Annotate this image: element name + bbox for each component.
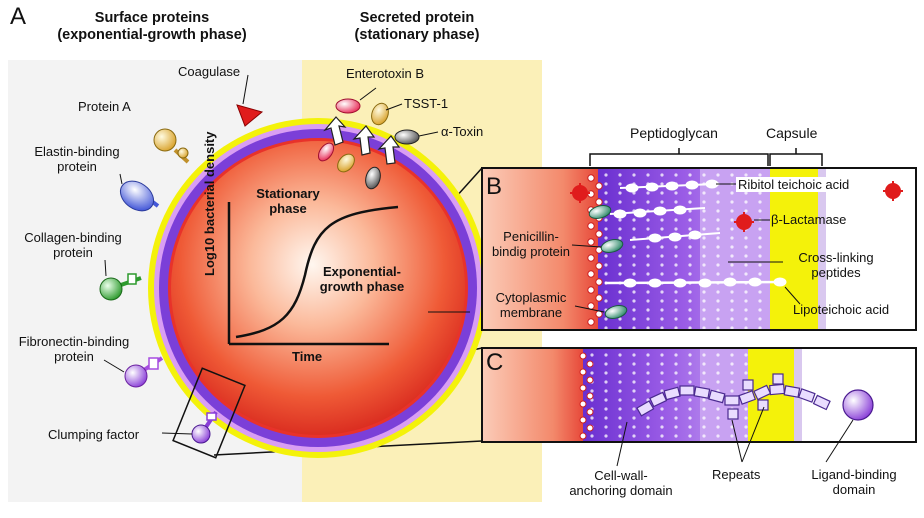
label-clumping-factor: Clumping factor bbox=[48, 427, 140, 442]
secretion-arrows bbox=[323, 116, 401, 165]
label-peptidoglycan: Peptidoglycan bbox=[630, 125, 718, 141]
label-exponential-line1: Exponential- bbox=[322, 264, 401, 279]
clumping-factor-icon bbox=[191, 410, 218, 444]
panel-letter-b: B bbox=[486, 173, 503, 200]
label-ligand-line1: Ligand-binding bbox=[811, 467, 897, 482]
secreted-leader-lines bbox=[359, 87, 439, 137]
panel-c-leaders bbox=[616, 406, 854, 467]
label-exponential-line2: growth phase bbox=[319, 279, 405, 294]
label-fibronectin-line1: Fibronectin-binding bbox=[18, 334, 130, 349]
panel-c-wall bbox=[483, 349, 874, 441]
label-stationary-phase: Stationary phase bbox=[240, 186, 336, 216]
heading-secreted-line1: Secreted protein bbox=[359, 10, 475, 26]
collagen-binding-icon bbox=[99, 273, 142, 301]
label-cell-wall-anchoring: Cell-wall- anchoring domain bbox=[566, 468, 676, 498]
clumping-zoom-box bbox=[172, 367, 246, 459]
protein-a-icon bbox=[153, 128, 190, 164]
label-exponential-phase: Exponential- growth phase bbox=[308, 264, 416, 294]
secreted-toxins bbox=[317, 98, 420, 190]
coagulase-icon bbox=[236, 104, 264, 127]
heading-surface-line1: Surface proteins bbox=[94, 10, 210, 26]
bacterial-cell bbox=[148, 118, 488, 458]
panel-b-wall bbox=[483, 169, 903, 329]
label-ligand-line2: domain bbox=[832, 482, 876, 497]
pbp-icons bbox=[588, 205, 628, 319]
panel-b-leaders bbox=[571, 183, 801, 313]
heading-surface-line2: (exponential-growth phase) bbox=[57, 27, 247, 43]
label-elastin: Elastin-binding protein bbox=[14, 144, 140, 174]
label-pbp-line2: bindig protein bbox=[491, 244, 571, 259]
growth-x-axis-label: Time bbox=[292, 349, 323, 364]
ligand-binding-icon bbox=[842, 389, 874, 421]
label-coagulase: Coagulase bbox=[178, 64, 241, 79]
label-elastin-line2: protein bbox=[57, 159, 97, 174]
label-cytoplasmic: Cytoplasmic membrane bbox=[487, 290, 575, 320]
label-crosslinking: Cross-linking peptides bbox=[788, 250, 884, 280]
label-ligand-binding: Ligand-binding domain bbox=[800, 467, 908, 497]
label-cell-wall-line1: Cell-wall- bbox=[594, 468, 648, 483]
label-stationary-line2: phase bbox=[269, 201, 307, 216]
label-ribitol: Ribitol teichoic acid bbox=[736, 177, 852, 192]
label-pbp-line1: Penicillin- bbox=[503, 229, 559, 244]
label-collagen-line2: protein bbox=[53, 245, 93, 260]
panel-letter-c: C bbox=[486, 349, 504, 376]
label-fibronectin: Fibronectin-binding protein bbox=[4, 334, 144, 364]
label-stationary-line1: Stationary bbox=[256, 186, 320, 201]
label-collagen: Collagen-binding protein bbox=[8, 230, 138, 260]
heading-secreted: Secreted protein (stationary phase) bbox=[322, 10, 512, 44]
label-pbp: Penicillin- bindig protein bbox=[489, 229, 573, 259]
wall-brackets bbox=[589, 148, 823, 166]
label-lactamase: β-Lactamase bbox=[771, 212, 847, 227]
label-capsule: Capsule bbox=[766, 125, 818, 141]
panel-letter-a: A bbox=[10, 3, 27, 30]
label-crosslink-line2: peptides bbox=[811, 265, 861, 280]
label-cytoplasmic-line1: Cytoplasmic bbox=[495, 290, 567, 305]
label-lipoteichoic: Lipoteichoic acid bbox=[793, 302, 890, 317]
label-alpha-toxin: α-Toxin bbox=[441, 124, 484, 139]
label-fibronectin-line2: protein bbox=[54, 349, 94, 364]
growth-y-axis-label: Log10 bacterial density bbox=[202, 131, 217, 277]
label-crosslink-line1: Cross-linking bbox=[798, 250, 874, 265]
adhesin-chain bbox=[636, 373, 831, 420]
label-repeats: Repeats bbox=[712, 467, 761, 482]
teichoic-chains bbox=[604, 179, 787, 288]
label-enterotoxin: Enterotoxin B bbox=[346, 66, 425, 81]
fibronectin-binding-icon bbox=[124, 356, 164, 388]
elastin-binding-icon bbox=[119, 180, 160, 212]
label-collagen-line1: Collagen-binding bbox=[24, 230, 122, 245]
label-cytoplasmic-line2: membrane bbox=[499, 305, 563, 320]
label-cell-wall-line2: anchoring domain bbox=[569, 483, 673, 498]
heading-secreted-line2: (stationary phase) bbox=[354, 27, 480, 43]
heading-surface: Surface proteins (exponential-growth pha… bbox=[36, 10, 268, 44]
label-protein-a: Protein A bbox=[78, 99, 131, 114]
growth-curve bbox=[227, 202, 399, 346]
label-tsst: TSST-1 bbox=[404, 96, 449, 111]
label-elastin-line1: Elastin-binding bbox=[34, 144, 120, 159]
surface-leader-lines bbox=[103, 74, 470, 435]
